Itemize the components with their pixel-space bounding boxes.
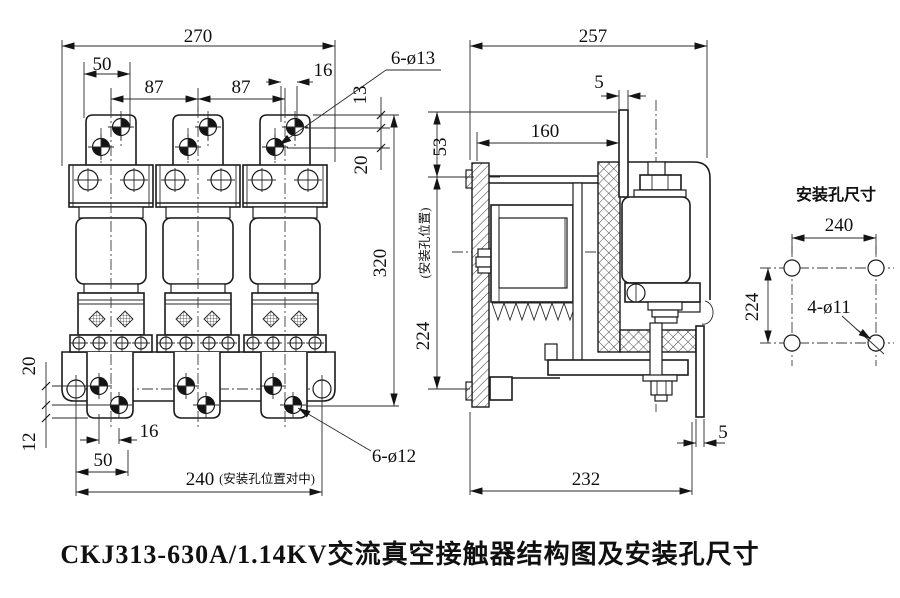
bracket-bolt xyxy=(544,343,558,361)
label-bottom-holes: 6-ø12 xyxy=(372,446,416,467)
dim-base-depth: 232 xyxy=(572,469,601,490)
dim-mount-span-h: 240 xyxy=(825,215,854,236)
mounting-hole xyxy=(867,259,885,277)
mounting-hole xyxy=(867,334,885,352)
top-tab xyxy=(618,109,629,198)
plate-flange-top xyxy=(465,169,473,189)
dim-overall-width: 270 xyxy=(184,26,213,47)
dim-bottom-hole-offset: 16 xyxy=(140,421,159,442)
front-view: 270 50 87 87 16 6-ø13 13 20 xyxy=(19,26,441,496)
mounting-strip xyxy=(695,325,705,418)
dim-strip-thickness: 5 xyxy=(718,422,728,443)
mid-plate xyxy=(572,182,583,364)
dim-mount-height-note: (安装孔位置) xyxy=(417,208,432,279)
lower-bracket xyxy=(547,359,689,376)
dim-mount-span-v: 224 xyxy=(742,292,763,321)
dim-pole-pitch-right: 87 xyxy=(232,77,251,98)
washer-top xyxy=(633,189,687,198)
dim-top-offset: 53 xyxy=(430,138,451,157)
hex-nut-top xyxy=(639,174,682,191)
dim-tab-thickness: 5 xyxy=(594,72,604,93)
dim-mount-width: 240 xyxy=(186,469,215,490)
plate-stud xyxy=(475,248,492,274)
foot-block xyxy=(489,376,513,401)
mounting-plate xyxy=(471,162,490,408)
plate-flange-bottom xyxy=(465,381,473,401)
dim-bottom-hole-vspacing: 20 xyxy=(19,357,40,376)
dim-tab-hole-span: 50 xyxy=(93,54,112,75)
spring xyxy=(491,301,578,322)
dim-overall-depth: 257 xyxy=(579,26,608,47)
mounting-hole-diagram: 安装孔尺寸 240 224 4-ø11 xyxy=(742,185,894,366)
drawing-title: CKJ313-630A/1.14KV交流真空接触器结构图及安装孔尺寸 xyxy=(60,539,759,569)
mounting-hole xyxy=(783,259,801,277)
mounting-hole xyxy=(783,334,801,352)
side-view: 257 5 160 53 224 (安装孔位置) 232 5 xyxy=(413,26,728,495)
mounting-diagram-title: 安装孔尺寸 xyxy=(796,185,876,204)
dim-bottom-hole-edge: 12 xyxy=(19,433,40,452)
frame-right-edge xyxy=(693,161,711,300)
dim-mount-height: 224 xyxy=(413,321,434,350)
wire-hook xyxy=(701,300,714,325)
contact-bolt xyxy=(642,301,683,402)
dim-top-hole-offset: 16 xyxy=(314,60,333,81)
top-stud xyxy=(647,161,666,177)
dim-frame-depth: 160 xyxy=(531,121,560,142)
interrupter-cylinder xyxy=(621,196,691,284)
label-mounting-holes: 4-ø11 xyxy=(807,297,851,318)
dim-pole-pitch-left: 87 xyxy=(145,77,164,98)
dim-top-hole-edge: 13 xyxy=(350,86,371,105)
dim-overall-height: 320 xyxy=(370,249,391,278)
label-top-holes: 6-ø13 xyxy=(391,48,435,69)
dim-bottom-hole-span: 50 xyxy=(94,450,113,471)
dim-mount-width-note: (安装孔位置对中) xyxy=(219,471,315,486)
dim-top-hole-vspacing: 20 xyxy=(351,156,372,175)
insulator-column xyxy=(597,161,621,353)
